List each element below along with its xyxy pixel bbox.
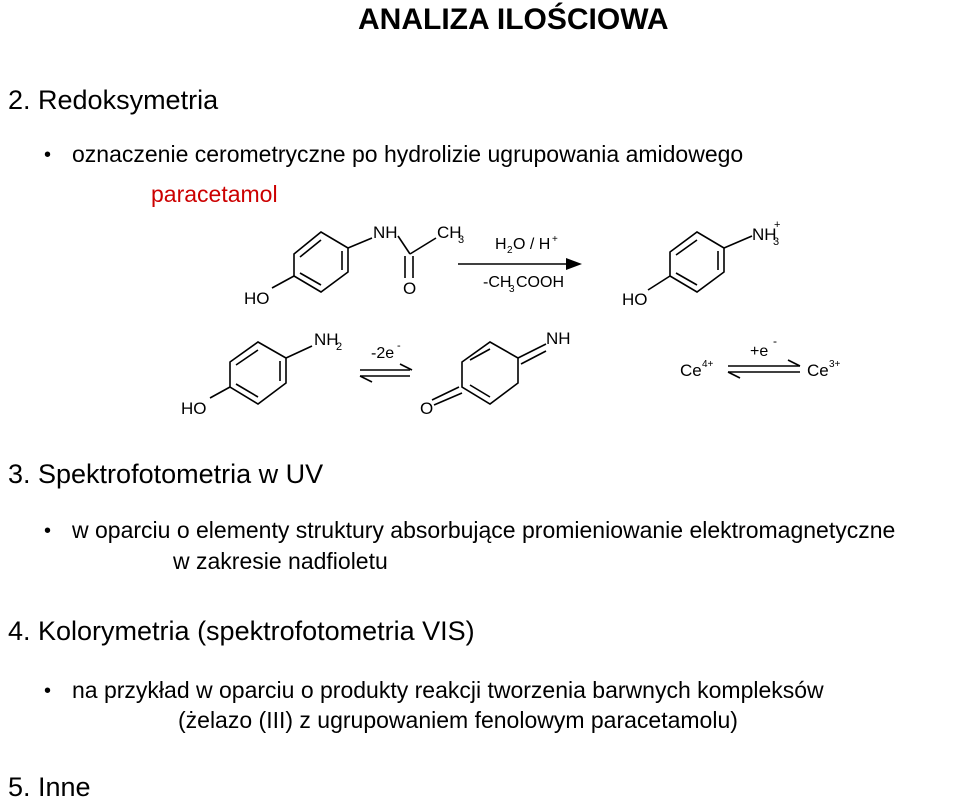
section-3-bullet: • [44, 520, 52, 542]
electron-gain-sup: - [773, 334, 777, 348]
compound-label: paracetamol [151, 181, 278, 207]
cerium-iv-sup: 4+ [702, 359, 714, 370]
section-3-text-line2: w zakresie nadfioletu [173, 548, 388, 574]
section-2-heading: 2. Redoksymetria [8, 85, 219, 115]
amine-subscript: 2 [336, 341, 342, 353]
cerium-iv-label: Ce [680, 361, 702, 380]
reagent-oh-label: O / H [513, 236, 550, 253]
aminophenol-2-ho-label: HO [181, 399, 207, 418]
section-3-text-line1: w oparciu o elementy struktury absorbują… [72, 517, 896, 543]
byproduct-label: -CH [483, 274, 511, 291]
page-title: ANALIZA ILOŚCIOWA [358, 3, 669, 36]
reagent-h-label: H [495, 236, 507, 253]
aminophenol-ring-2 [229, 341, 287, 405]
reagent-h-subscript: 2 [507, 245, 513, 256]
paracetamol-ho-label: HO [244, 289, 270, 308]
ammonium-subscript: 3 [773, 236, 779, 248]
paracetamol-ch-subscript: 3 [458, 234, 464, 246]
section-2-text: oznaczenie cerometryczne po hydrolizie u… [72, 141, 744, 167]
ammonium-plus-sup: + [774, 219, 780, 231]
electron-gain-label: +e [750, 343, 768, 360]
electron-loss-label: -2e [371, 345, 394, 362]
quinone-o-label: O [420, 399, 433, 418]
cerium-iii-label: Ce [807, 361, 829, 380]
section-3-heading: 3. Spektrofotometria w UV [8, 459, 324, 489]
reagent-plus-sup: + [552, 234, 558, 245]
section-4-text-line1: na przykład w oparciu o produkty reakcji… [72, 677, 824, 703]
byproduct-label-end: COOH [516, 274, 564, 291]
aminophenol-ho-label: HO [622, 290, 648, 309]
paracetamol-o-label: O [403, 279, 416, 298]
reaction-scheme: HO NH CH 3 O H 2 O / H + -CH 3 COOH NH 3… [181, 219, 841, 418]
electron-loss-sup: - [397, 340, 401, 352]
paracetamol-ch-label: CH [437, 223, 462, 242]
paracetamol-nh-label: NH [373, 223, 398, 242]
section-2-bullet: • [44, 144, 52, 166]
section-4-bullet: • [44, 680, 52, 702]
quinoneimine-ring [461, 341, 519, 405]
imine-nh-label: NH [546, 329, 571, 348]
section-5-heading: 5. Inne [8, 772, 91, 802]
section-4-text-line2: (żelazo (III) z ugrupowaniem fenolowym p… [178, 707, 738, 733]
byproduct-subscript: 3 [509, 284, 515, 295]
section-4-heading: 4. Kolorymetria (spektrofotometria VIS) [8, 616, 475, 646]
aminophenol-ring [669, 231, 725, 293]
cerium-iii-sup: 3+ [829, 359, 841, 370]
ammonium-nh-label: NH [752, 225, 777, 244]
amine-nh-label: NH [314, 330, 339, 349]
